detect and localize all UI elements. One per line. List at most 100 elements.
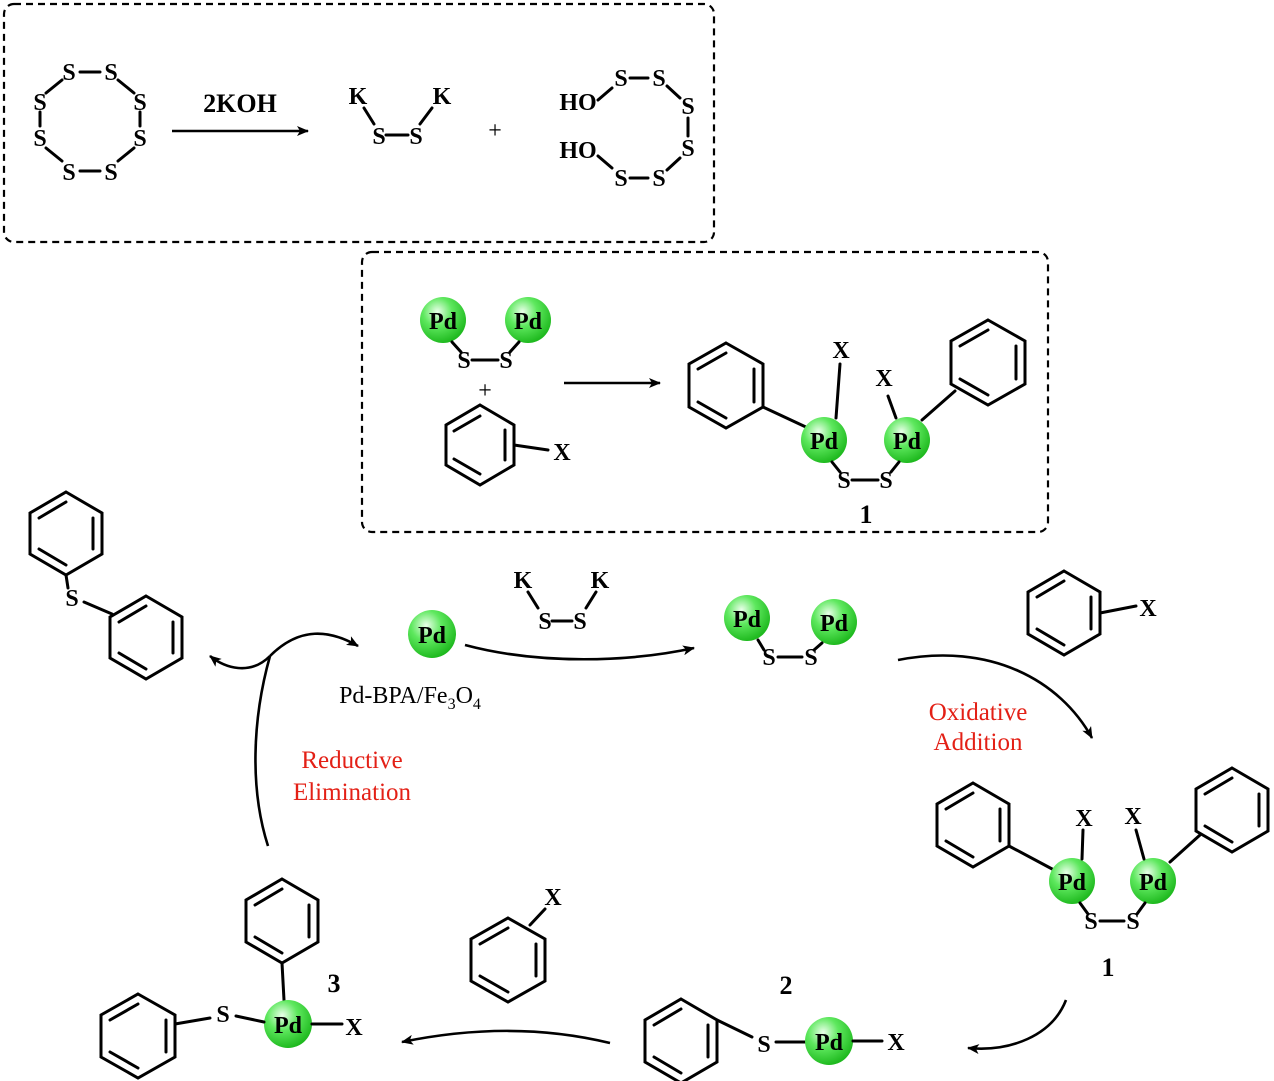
compound-number-2: 2 bbox=[780, 971, 793, 1000]
oxidative-addition-label: Oxidative bbox=[929, 699, 1028, 726]
sulfur-atom: S bbox=[804, 645, 817, 671]
s8-atom: S bbox=[133, 90, 146, 116]
pd-label: Pd bbox=[893, 429, 922, 455]
s8-ring: S S S S S S S S bbox=[33, 60, 146, 186]
pd-label: Pd bbox=[514, 309, 543, 335]
pd-sphere bbox=[801, 417, 847, 463]
reductive-elimination-label: Reductive bbox=[301, 747, 402, 774]
compound-number-3: 3 bbox=[328, 969, 341, 998]
potassium-atom: K bbox=[433, 84, 452, 110]
product-1-box: Pd Pd X X S S 1 bbox=[687, 318, 1027, 529]
intermediate-1-to-2-arrow bbox=[967, 999, 1068, 1055]
pd-label: Pd bbox=[1058, 870, 1087, 896]
mid-box-frame bbox=[360, 250, 1050, 534]
s8-atom: S bbox=[104, 160, 117, 186]
pd-catalyst-sphere bbox=[408, 610, 456, 658]
aryl-halide-reagent: X bbox=[1026, 569, 1157, 657]
s8-atom: S bbox=[33, 126, 46, 152]
s8-atom: S bbox=[133, 126, 146, 152]
aryl-halide: X bbox=[444, 403, 571, 487]
catalytic-cycle: S Pd Pd-BPA/Fe3O4 K S S K bbox=[28, 490, 1270, 1081]
sulfur-atom: S bbox=[681, 136, 694, 162]
halide-atom: X bbox=[1075, 806, 1093, 832]
hydroxyl-group: HO bbox=[559, 90, 596, 116]
koh-reagent-label: 2KOH bbox=[203, 89, 277, 118]
oxidative-addition-arrow bbox=[897, 654, 1094, 739]
potassium-atom: K bbox=[514, 568, 533, 594]
intermediate-3: Pd X S 3 bbox=[99, 877, 363, 1080]
pd-label: Pd bbox=[820, 611, 849, 637]
sulfur-atom: S bbox=[372, 124, 385, 150]
sulfur-atom: S bbox=[1126, 909, 1139, 935]
product-release-arrow bbox=[209, 654, 271, 670]
pd-label: Pd bbox=[733, 607, 762, 633]
s8-atom: S bbox=[62, 160, 75, 186]
reductive-elimination-label: Elimination bbox=[293, 779, 412, 806]
pd-label: Pd bbox=[810, 429, 839, 455]
catalyst-regeneration-arrow bbox=[269, 632, 359, 657]
compound-number-1: 1 bbox=[1102, 953, 1115, 982]
sulfur-atom: S bbox=[762, 645, 775, 671]
polysulfide-diol: HO S S S S S S HO bbox=[559, 66, 694, 192]
pd-sphere bbox=[420, 297, 466, 343]
pd-label: Pd bbox=[429, 309, 458, 335]
sulfur-atom: S bbox=[409, 124, 422, 150]
sulfur-atom: S bbox=[573, 609, 586, 635]
intermediate-2: S Pd X 2 bbox=[643, 971, 905, 1081]
halide-atom: X bbox=[345, 1015, 363, 1041]
pd-label: Pd bbox=[815, 1030, 844, 1056]
halide-atom: X bbox=[887, 1030, 905, 1056]
halide-atom: X bbox=[875, 366, 893, 392]
sulfur-atom: S bbox=[681, 94, 694, 120]
pd-sphere bbox=[1130, 858, 1176, 904]
plus-sign: + bbox=[488, 118, 502, 144]
compound-number-1: 1 bbox=[860, 500, 873, 529]
intermediate-2-to-3-arrow bbox=[401, 1029, 611, 1045]
pd-sphere bbox=[811, 599, 857, 645]
catalyst-name-label: Pd-BPA/Fe3O4 bbox=[339, 683, 481, 713]
oxidative-addition-box: Pd Pd S S + X Pd bbox=[360, 250, 1050, 534]
halide-atom: X bbox=[1124, 804, 1142, 830]
potassium-atom: K bbox=[349, 84, 368, 110]
sulfur-atom: S bbox=[538, 609, 551, 635]
sulfur-atom: S bbox=[1084, 909, 1097, 935]
pd-sphere bbox=[1049, 858, 1095, 904]
halide-atom: X bbox=[832, 338, 850, 364]
potassium-disulfide-reagent: K S S K bbox=[514, 568, 610, 635]
halide-atom: X bbox=[1139, 596, 1157, 622]
top-reaction-box: S S S S S S S S 2KOH K S S K + bbox=[2, 2, 716, 244]
pd-sphere bbox=[505, 297, 551, 343]
pd-label: Pd bbox=[418, 623, 447, 649]
hydroxyl-group: HO bbox=[559, 138, 596, 164]
reductive-elimination-arc bbox=[254, 655, 272, 847]
pd-disulfide-reagent: Pd Pd S S bbox=[420, 297, 551, 374]
sulfur-atom: S bbox=[757, 1032, 770, 1058]
pd-sphere bbox=[805, 1017, 853, 1065]
sulfur-atom: S bbox=[614, 66, 627, 92]
potassium-disulfide: K S S K bbox=[349, 84, 452, 150]
diphenyl-sulfide-product: S bbox=[28, 490, 184, 681]
sulfur-atom: S bbox=[652, 166, 665, 192]
pd-label: Pd bbox=[1139, 870, 1168, 896]
plus-sign: + bbox=[478, 378, 492, 404]
pd-sphere bbox=[264, 1000, 312, 1048]
sulfur-atom: S bbox=[837, 468, 850, 494]
s8-atom: S bbox=[104, 60, 117, 86]
sulfur-atom: S bbox=[457, 348, 470, 374]
sulfur-atom: S bbox=[499, 348, 512, 374]
aryl-halide-reagent: X bbox=[469, 885, 562, 1004]
potassium-atom: K bbox=[591, 568, 610, 594]
sulfur-atom: S bbox=[65, 586, 78, 612]
oxidative-addition-label: Addition bbox=[934, 729, 1023, 756]
s8-atom: S bbox=[62, 60, 75, 86]
intermediate-1: Pd Pd X X S S 1 bbox=[935, 766, 1270, 982]
halide-atom: X bbox=[553, 440, 571, 466]
sulfur-atom: S bbox=[652, 66, 665, 92]
sulfur-atom: S bbox=[216, 1002, 229, 1028]
sulfidation-arrow bbox=[464, 643, 695, 661]
pd-label: Pd bbox=[274, 1013, 303, 1039]
sulfur-atom: S bbox=[614, 166, 627, 192]
pd-sphere bbox=[884, 417, 930, 463]
sulfur-atom: S bbox=[879, 468, 892, 494]
pd-disulfide-intermediate: Pd Pd S S bbox=[724, 595, 857, 671]
